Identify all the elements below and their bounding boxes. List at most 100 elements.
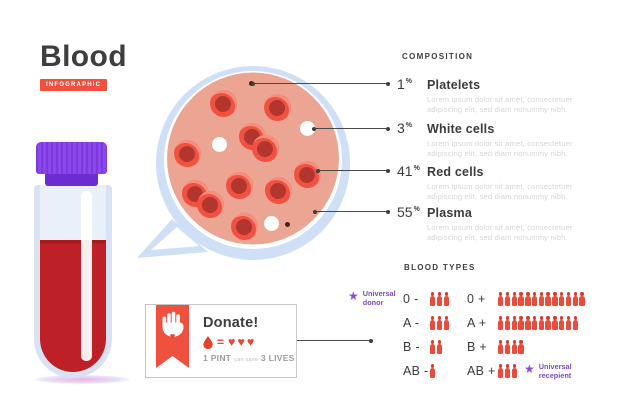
universal-recipient-star-icon: ★ [524, 362, 535, 376]
composition-row-plasma: 55% Plasma Lorem ipsum dolor sit amet, c… [397, 204, 617, 243]
tube-highlight [81, 191, 92, 361]
person-icon [430, 292, 436, 306]
person-icon-strip [498, 292, 586, 306]
universal-donor-star-icon: ★ [348, 289, 359, 303]
plasma-label: Plasma [427, 206, 472, 220]
person-icon-strip [430, 364, 437, 378]
palm-heart-icon: ♥ [169, 331, 176, 341]
plasma-description: Lorem ipsum dolor sit amet, consectetuer… [427, 223, 573, 242]
person-icon [572, 316, 579, 330]
person-icon [430, 364, 436, 378]
platelets-percent: 1% [397, 76, 413, 92]
donate-equation: = ♥♥♥ [203, 335, 295, 349]
red-cells-label: Red cells [427, 165, 484, 179]
blood-type-row: 0 - [403, 287, 450, 311]
person-icon [531, 292, 538, 306]
person-icon-strip [430, 292, 450, 306]
red-cell-core [256, 140, 273, 157]
red-cell [173, 139, 201, 167]
person-icon [443, 316, 450, 330]
red-cell-core [298, 166, 315, 183]
blood-types-neg-column: 0 - A - B - AB - [403, 287, 450, 383]
white-cells-description: Lorem ipsum dolor sit amet, consectetuer… [427, 139, 573, 158]
red-cell [251, 134, 279, 162]
person-icon [511, 316, 518, 330]
red-cell [263, 93, 291, 121]
blood-type-label: B + [467, 340, 488, 354]
tube-cap [36, 142, 107, 174]
tube-blood-fill [40, 240, 106, 372]
person-icon [525, 316, 531, 330]
person-icon [545, 316, 552, 330]
person-icon [430, 340, 436, 354]
blood-type-row: B + [467, 335, 586, 359]
red-cell [264, 176, 292, 204]
donate-title: Donate! [203, 315, 259, 331]
red-cell-core [201, 196, 218, 213]
person-icon [565, 316, 572, 330]
pint-label: 1 PINT [203, 353, 232, 363]
donate-content: Donate! = ♥♥♥ 1 PINT can save 3 LIVES [203, 315, 295, 363]
blood-type-row: 0 + [467, 287, 586, 311]
person-icon [538, 316, 545, 330]
red-cells-description: Lorem ipsum dolor sit amet, consectetuer… [427, 182, 573, 201]
blood-types-pos-column: 0 +A +B +AB + [467, 287, 586, 383]
lives-label: 3 LIVES [260, 353, 295, 363]
red-cell-core [230, 177, 247, 194]
person-icon [518, 340, 525, 354]
leader-line-plasma [313, 209, 390, 214]
person-icon [504, 364, 511, 378]
universal-recipient-marker: ★ Universal recepient [524, 362, 579, 381]
plasma-percent: 55% [397, 204, 420, 220]
universal-donor-marker: ★ Universal donor [348, 289, 403, 308]
leader-line-donate [297, 338, 373, 343]
red-cell [230, 212, 258, 240]
blood-type-label: A - [403, 316, 420, 330]
person-icon [511, 340, 518, 354]
person-icon [518, 316, 525, 330]
person-icon [498, 364, 504, 378]
blood-type-row: AB - [403, 359, 450, 383]
leader-line-platelets [251, 81, 390, 86]
leader-line-white-cells [312, 126, 390, 131]
person-icon [525, 292, 531, 306]
platelets-description: Lorem ipsum dolor sit amet, consectetuer… [427, 95, 573, 114]
white-cells-label: White cells [427, 122, 495, 136]
person-icon [430, 316, 436, 330]
blood-type-label: 0 + [467, 292, 486, 306]
white-cell [263, 215, 279, 231]
person-icon [559, 292, 565, 306]
person-icon [552, 316, 559, 330]
red-cells-percent: 41% [397, 163, 420, 179]
person-icon [545, 292, 552, 306]
person-icon [565, 292, 572, 306]
person-icon [504, 292, 511, 306]
blood-type-label: AB - [403, 364, 429, 378]
platelets-label: Platelets [427, 78, 481, 92]
person-icon [518, 292, 525, 306]
red-cell-core [268, 99, 285, 116]
blood-type-label: A + [467, 316, 487, 330]
blood-drop-icon [203, 335, 213, 349]
heart-icon: ♥ [228, 334, 236, 349]
person-icon [559, 316, 565, 330]
hand-icon [162, 311, 183, 337]
donate-ribbon: ♥ [156, 305, 189, 368]
red-cell-core [235, 218, 252, 235]
composition-row-white-cells: 3% White cells Lorem ipsum dolor sit ame… [397, 120, 617, 159]
leader-line-red-cells [316, 168, 390, 173]
blood-type-row: B - [403, 335, 450, 359]
composition-row-red-cells: 41% Red cells Lorem ipsum dolor sit amet… [397, 163, 617, 202]
universal-donor-label: Universal donor [362, 289, 396, 307]
hearts-row: ♥♥♥ [228, 336, 256, 349]
heart-icon: ♥ [246, 334, 255, 349]
white-cells-percent: 3% [397, 120, 413, 136]
person-icon [531, 316, 538, 330]
red-cell [196, 190, 224, 218]
red-cell-core [214, 95, 231, 112]
person-icon-strip [498, 340, 525, 354]
tube-cap-neck [45, 173, 98, 186]
composition-row-platelets: 1% Platelets Lorem ipsum dolor sit amet,… [397, 76, 617, 115]
person-icon [498, 292, 504, 306]
